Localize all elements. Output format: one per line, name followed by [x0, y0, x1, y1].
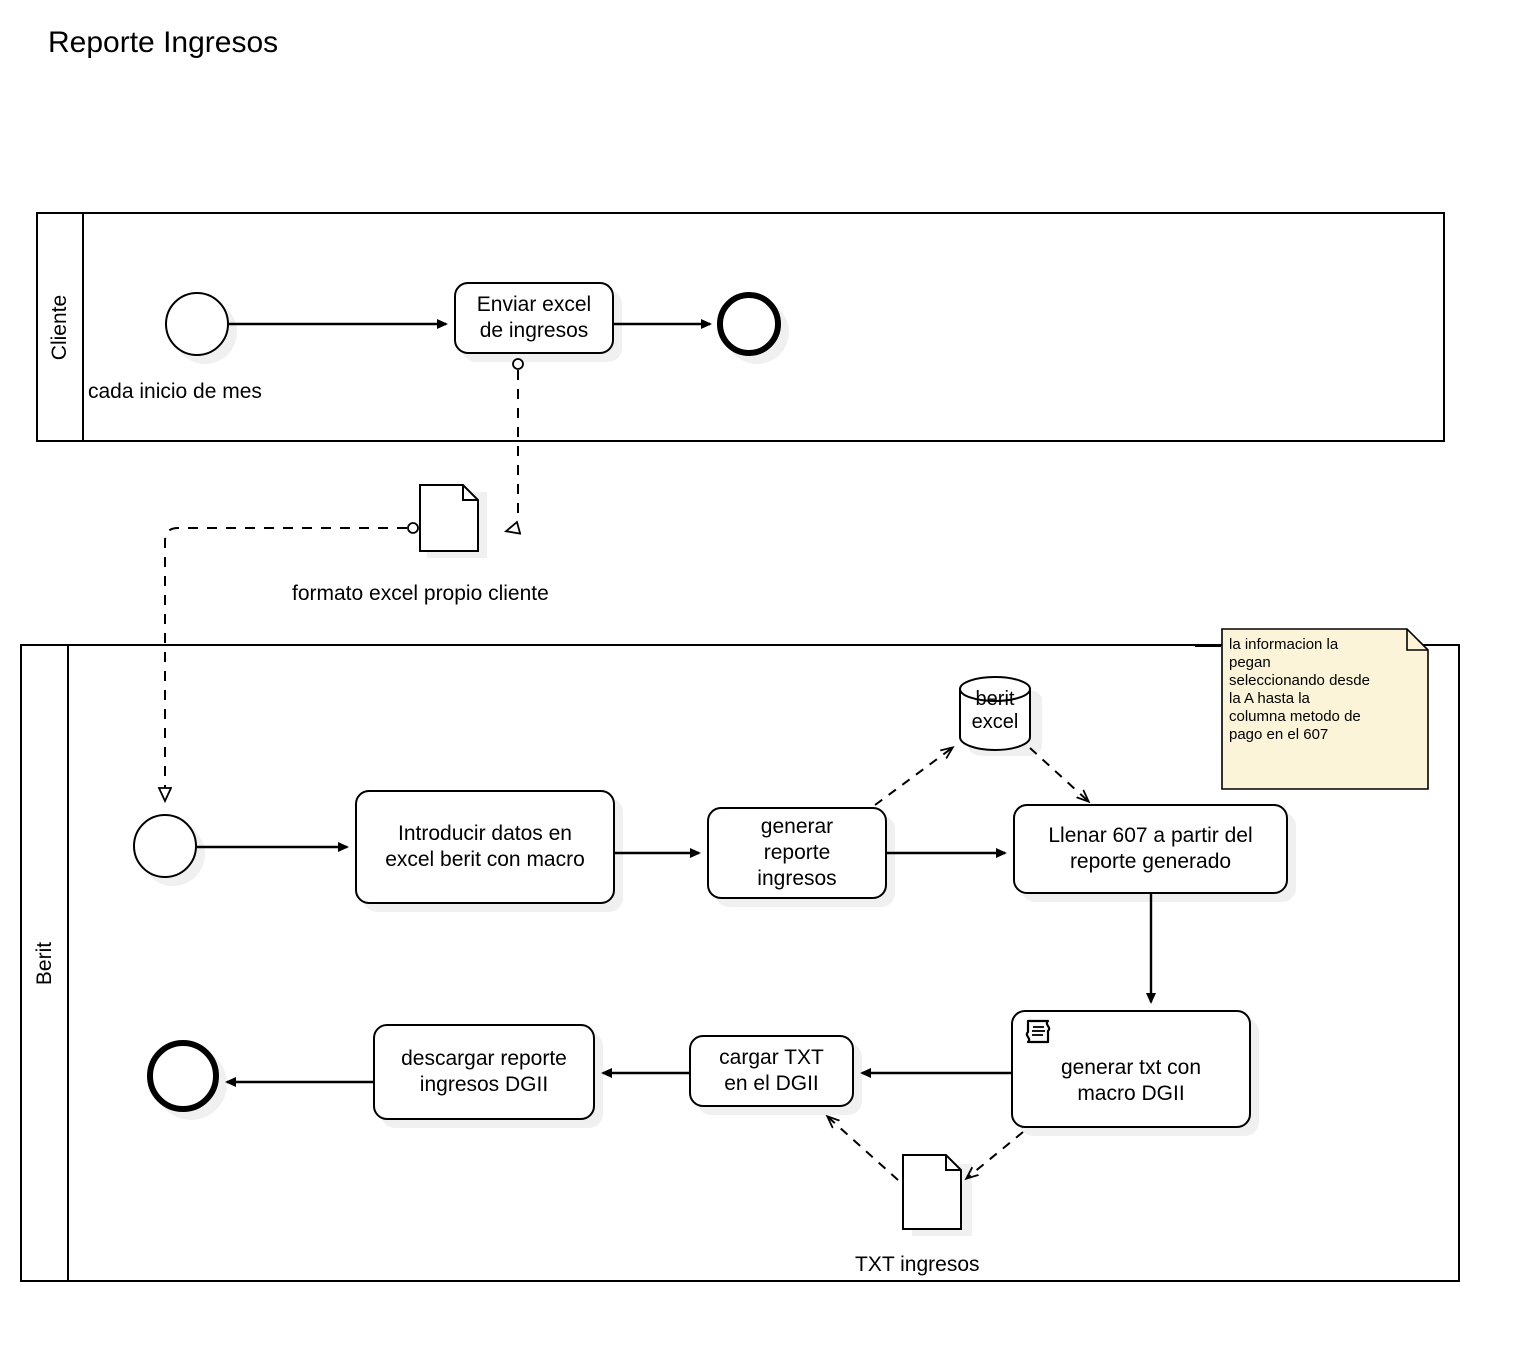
- task-cargar-txt-line1: cargar TXT: [719, 1046, 824, 1069]
- note-line-3: seleccionando desde: [1229, 672, 1370, 689]
- task-llenar-line1: Llenar 607 a partir del: [1048, 824, 1253, 847]
- lane-header-berit: Berit: [22, 646, 69, 1280]
- task-cargar-txt-line2: en el DGII: [724, 1072, 819, 1095]
- task-generar-reporte-ingresos[interactable]: generar reporte ingresos: [707, 807, 887, 899]
- task-descargar-line2: ingresos DGII: [419, 1073, 549, 1096]
- end-event-berit[interactable]: [147, 1040, 219, 1112]
- note-line-2: pegan: [1229, 654, 1271, 671]
- text-annotation-note: [1221, 628, 1429, 790]
- page-title: Reporte Ingresos: [48, 26, 279, 59]
- lane-label-cliente: Cliente: [48, 294, 72, 360]
- task-cargar-txt-dgii[interactable]: cargar TXT en el DGII: [689, 1035, 854, 1107]
- start-event-cliente[interactable]: [165, 292, 229, 356]
- note-line-5: columna metodo de: [1229, 708, 1361, 725]
- task-introducir-datos[interactable]: Introducir datos en excel berit con macr…: [355, 790, 615, 904]
- txt-ingresos-doc-icon: [902, 1154, 966, 1232]
- task-llenar-607[interactable]: Llenar 607 a partir del reporte generado: [1013, 804, 1288, 894]
- datastore-label-line2: excel: [971, 711, 1019, 733]
- task-enviar-excel-line1: Enviar excel: [476, 293, 592, 316]
- lane-label-berit: Berit: [33, 941, 56, 985]
- datastore-berit-excel[interactable]: berit excel: [957, 675, 1033, 751]
- task-generar-reporte-line1: generar: [760, 815, 834, 838]
- start-event-label-cliente: cada inicio de mes: [88, 380, 262, 403]
- task-generar-txt-macro-dgii[interactable]: generar txt con macro DGII: [1011, 1010, 1251, 1128]
- task-introducir-line1: Introducir datos en: [398, 822, 572, 845]
- association-origin-dot-doc: [407, 522, 419, 534]
- lane-header-cliente: Cliente: [38, 214, 84, 440]
- task-descargar-reporte-dgii[interactable]: descargar reporte ingresos DGII: [373, 1024, 595, 1120]
- note-line-1: la informacion la: [1229, 636, 1339, 653]
- task-generar-reporte-line3: ingresos: [757, 867, 837, 890]
- note-line-6: pago en el 607: [1229, 726, 1329, 743]
- task-generar-reporte-line2: reporte: [763, 841, 831, 864]
- formato-excel-doc-label: formato excel propio cliente: [292, 582, 549, 605]
- task-generar-txt-line1: generar txt con: [1060, 1056, 1202, 1079]
- task-enviar-excel-line2: de ingresos: [479, 319, 589, 342]
- task-llenar-line2: reporte generado: [1069, 850, 1232, 873]
- end-event-cliente[interactable]: [717, 292, 781, 356]
- task-introducir-line2: excel berit con macro: [385, 848, 585, 871]
- task-generar-txt-line2: macro DGII: [1077, 1082, 1185, 1105]
- txt-ingresos-doc-label: TXT ingresos: [855, 1253, 980, 1276]
- task-descargar-line1: descargar reporte: [401, 1047, 567, 1070]
- formato-excel-doc-icon: [419, 484, 483, 554]
- task-enviar-excel[interactable]: Enviar excel de ingresos: [454, 282, 614, 354]
- datastore-label-line1: berit: [975, 688, 1015, 710]
- note-line-4: la A hasta la: [1229, 690, 1310, 707]
- script-task-icon: [1023, 1018, 1055, 1046]
- start-event-berit[interactable]: [133, 814, 197, 878]
